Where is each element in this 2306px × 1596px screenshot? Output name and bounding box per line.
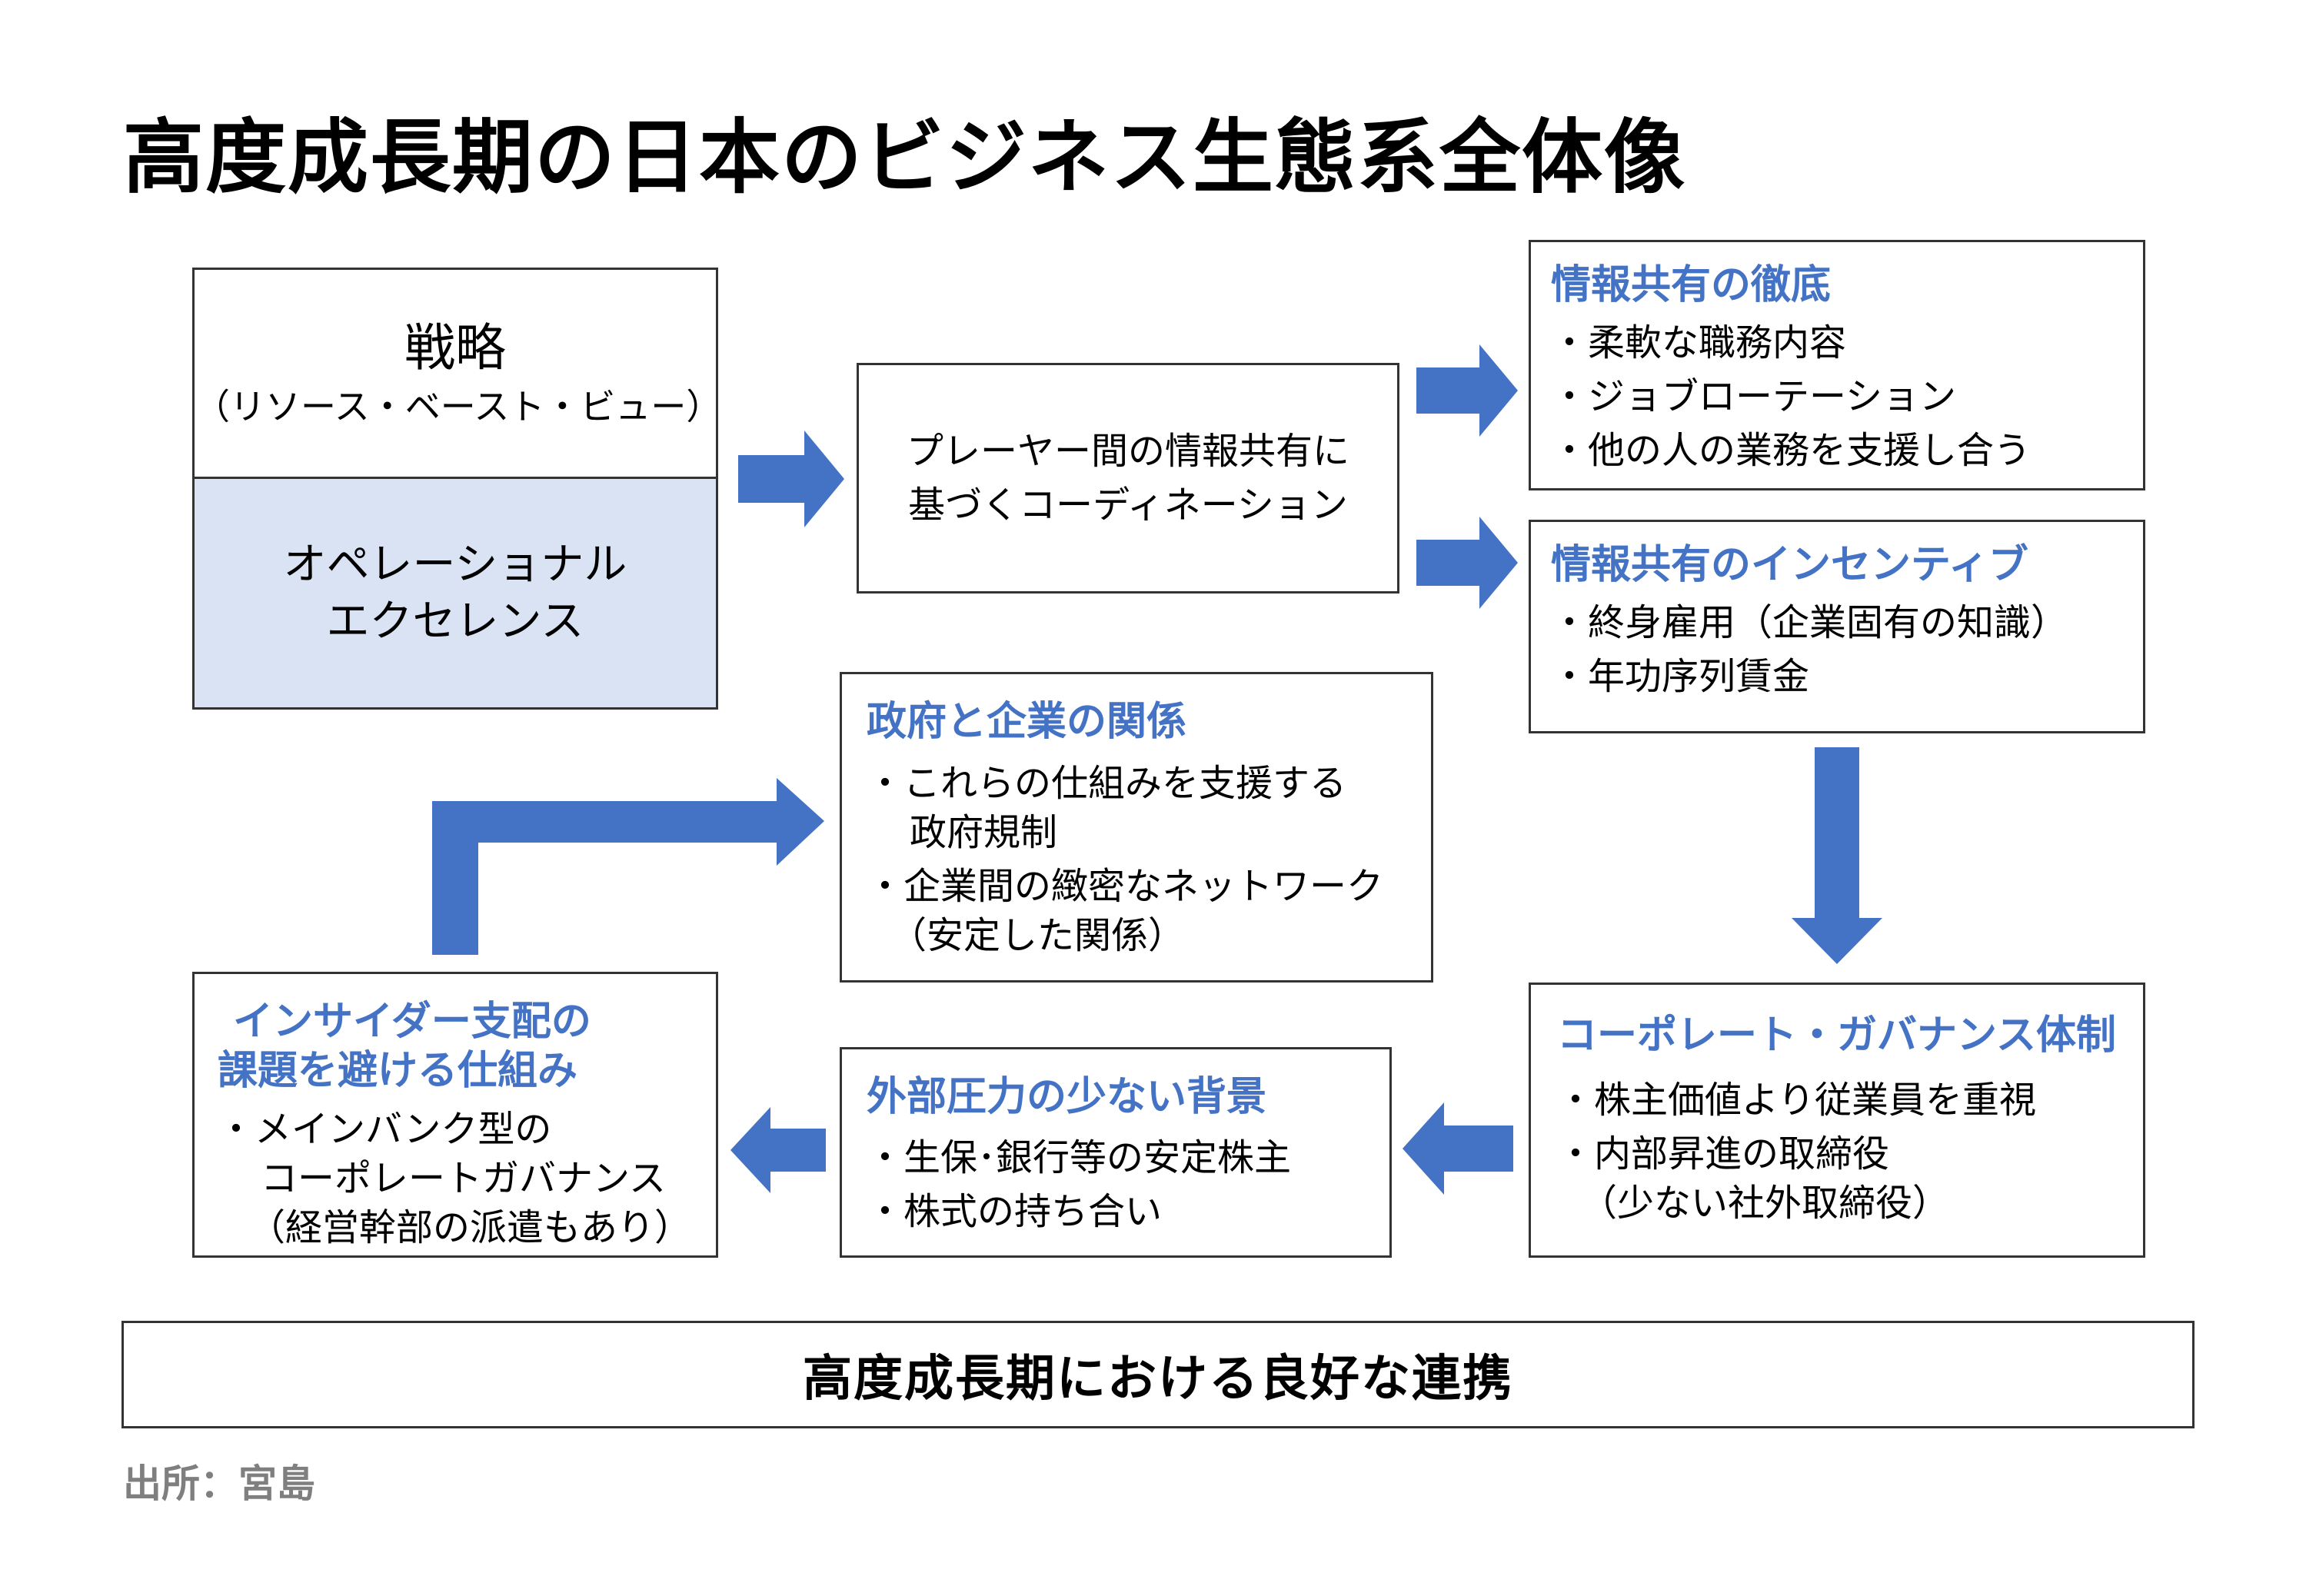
bottom-banner-text: 高度成長期における良好な連携 (803, 1351, 1513, 1408)
arrow-external-to-insider (730, 1107, 826, 1193)
operational-excellence-line2: エクセレンス (326, 596, 584, 647)
governance-item1: ・株主価値より従業員を重視 (1557, 1079, 2037, 1122)
insider-item-line3: （経営幹部の派遣もあり） (248, 1206, 692, 1249)
operational-excellence-line1: オペレーショナル (283, 539, 627, 590)
governance-item2-line2: （少ない社外取締役） (1580, 1182, 1950, 1225)
governance-heading: コーポレート・ガバナンス体制 (1557, 1012, 2116, 1059)
government-item2-line1: ・企業間の緻密なネットワーク (867, 865, 1384, 908)
government-item2-line2: （安定した関係） (890, 914, 1186, 957)
external-pressure-heading: 外部圧力の少ない背景 (867, 1074, 1267, 1120)
government-box: 政府と企業の関係 ・これらの仕組みを支援する 政府規制 ・企業間の緻密なネットワ… (840, 672, 1433, 983)
incentive-item: ・終身雇用（企業固有の知識） (1551, 601, 2068, 644)
coordination-line1: プレーヤー間の情報共有に (906, 430, 1349, 473)
external-pressure-item: ・生保･銀行等の安定株主 (867, 1136, 1292, 1179)
insider-item-line1: ・メインバンク型の (218, 1108, 552, 1151)
strategy-subtitle: （リソース・ベースト・ビュー） (195, 385, 722, 427)
coordination-box: プレーヤー間の情報共有に 基づくコーディネーション (857, 363, 1399, 594)
arrow-strategy-to-coordination (738, 431, 844, 527)
external-pressure-box: 外部圧力の少ない背景 ・生保･銀行等の安定株主 ・株式の持ち合い (840, 1047, 1392, 1258)
governance-box: コーポレート・ガバナンス体制 ・株主価値より従業員を重視 ・内部昇進の取締役 （… (1529, 983, 2145, 1258)
government-heading: 政府と企業の関係 (867, 699, 1187, 745)
strategy-title: 戦略 (404, 318, 506, 377)
operational-excellence-section: オペレーショナル エクセレンス (195, 479, 716, 707)
source-note: 出所：宮島 (123, 1461, 315, 1506)
insider-heading-line2: 課題を避ける仕組み (218, 1048, 578, 1094)
arrow-insider-to-government (432, 778, 824, 955)
arrow-incentive-to-governance (1792, 747, 1882, 964)
info-sharing-heading: 情報共有の徹底 (1551, 262, 1832, 308)
arrow-coordination-to-incentive (1416, 517, 1518, 609)
government-item1-line1: ・これらの仕組みを支援する (867, 762, 1347, 805)
info-sharing-item: ・他の人の業務を支援し合う (1551, 429, 2031, 472)
info-sharing-box: 情報共有の徹底 ・柔軟な職務内容 ・ジョブローテーション ・他の人の業務を支援し… (1529, 240, 2145, 490)
incentive-item: ・年功序列賃金 (1551, 655, 1810, 698)
incentive-heading: 情報共有のインセンティブ (1551, 542, 2028, 588)
insider-control-box: インサイダー支配の 課題を避ける仕組み ・メインバンク型の コーポレートガバナン… (192, 972, 718, 1258)
page-title: 高度成長期の日本のビジネス生態系全体像 (123, 111, 1687, 204)
insider-heading-line1: インサイダー支配の (233, 999, 591, 1045)
external-pressure-item: ・株式の持ち合い (867, 1190, 1163, 1233)
coordination-line2: 基づくコーディネーション (908, 484, 1348, 527)
info-sharing-item: ・柔軟な職務内容 (1551, 321, 1847, 364)
arrow-coordination-to-info-sharing (1416, 344, 1518, 437)
insider-item-line2: コーポレートガバナンス (261, 1157, 667, 1200)
governance-item2-line1: ・内部昇進の取締役 (1557, 1132, 1890, 1175)
government-item1-line2: 政府規制 (910, 811, 1058, 854)
strategy-top-section: 戦略 （リソース・ベースト・ビュー） (195, 270, 722, 479)
incentive-box: 情報共有のインセンティブ ・終身雇用（企業固有の知識） ・年功序列賃金 (1529, 520, 2145, 733)
bottom-banner: 高度成長期における良好な連携 (121, 1321, 2195, 1428)
strategy-box: 戦略 （リソース・ベースト・ビュー） オペレーショナル エクセレンス (192, 268, 722, 710)
info-sharing-item: ・ジョブローテーション (1551, 375, 1957, 418)
arrow-governance-to-external (1403, 1102, 1513, 1195)
